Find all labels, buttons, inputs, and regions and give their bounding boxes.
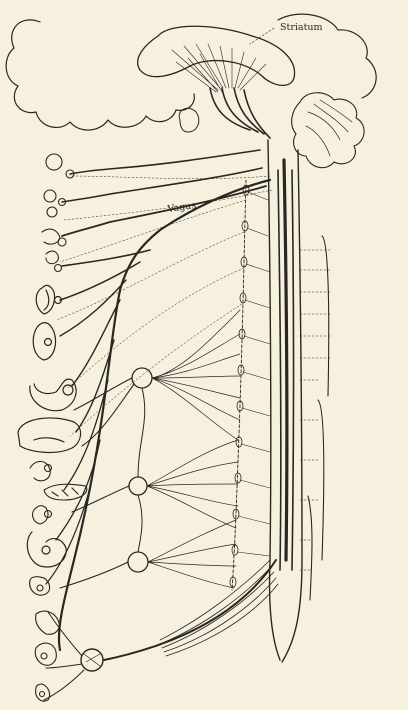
- sacral-trunk: [104, 560, 276, 660]
- celiac-ganglion: [132, 368, 152, 388]
- rami-communicantes: [237, 192, 270, 556]
- celiac-to-organs: [74, 378, 134, 446]
- pelvic-ganglion-lines: [84, 654, 100, 666]
- spinal-cord-column: [284, 160, 287, 560]
- segment-lines: [300, 250, 330, 570]
- organ-colon: [27, 532, 66, 567]
- brace-lower: [308, 496, 312, 600]
- internal-capsule: [210, 88, 270, 138]
- sympathetic-chain: [232, 180, 246, 590]
- prevertebral-chain: [138, 388, 145, 552]
- vagus-branch-6: [46, 480, 92, 584]
- cranial-nerve-1: [70, 150, 260, 174]
- brace-middle: [318, 400, 324, 560]
- organ-stomach: [30, 379, 76, 411]
- label-vagus: Vagus: [166, 200, 197, 215]
- mesenteric-ganglion: [129, 477, 147, 495]
- celiac-fibers: [152, 310, 240, 440]
- vagus-trunk: [59, 180, 270, 650]
- cerebellum-folia: [306, 100, 352, 156]
- brace-upper: [322, 236, 329, 396]
- organ-kidney: [33, 506, 52, 524]
- organ-lung: [33, 323, 55, 360]
- cerebellum: [292, 93, 364, 168]
- organ-bladder: [30, 577, 50, 595]
- mesenteric-fibers: [147, 440, 238, 528]
- label-striatum: Striatum: [280, 22, 323, 33]
- inferior-fibers: [148, 520, 236, 588]
- inferior-ganglion: [128, 552, 148, 572]
- olfactory-lobe: [179, 108, 199, 132]
- pelvic-to-organs: [44, 612, 84, 700]
- organ-lacrimal: [44, 190, 66, 217]
- organ-heart: [36, 285, 61, 314]
- organ-liver: [18, 418, 81, 453]
- dotted-fibers: [56, 176, 272, 436]
- sacral-fan: [160, 560, 278, 656]
- vagus-branch-3: [76, 340, 114, 432]
- cranial-nerve-2: [62, 168, 262, 202]
- organ-genital: [35, 611, 59, 701]
- vagus-branch-4: [64, 380, 108, 490]
